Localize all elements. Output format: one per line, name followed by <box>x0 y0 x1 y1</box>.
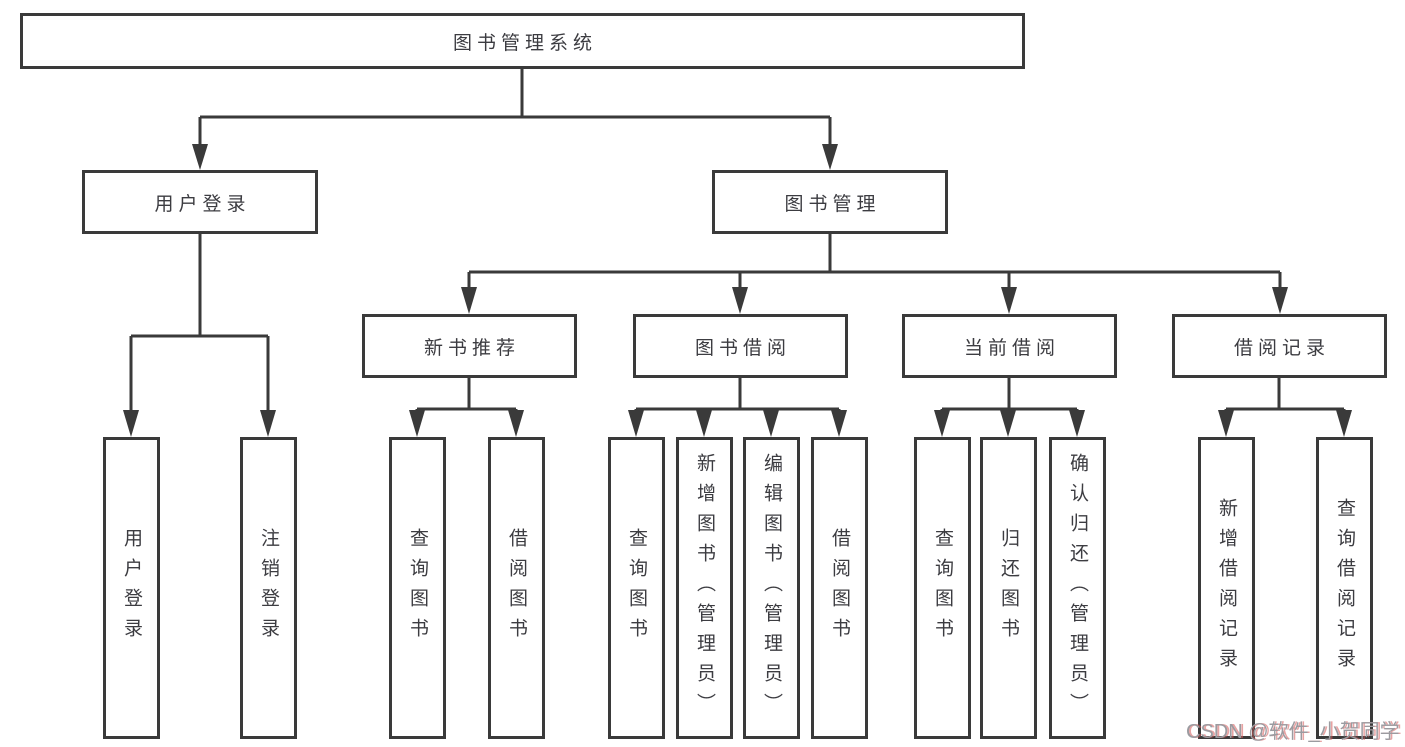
node-label: 用户登录 <box>154 193 251 215</box>
arrow-icon <box>1000 410 1016 437</box>
leaf-edit-books-admin: 编辑图书（管理员） <box>743 437 800 739</box>
node-label: 新增借阅记录 <box>1216 498 1237 678</box>
node-borrow-records: 借阅记录 <box>1172 314 1387 378</box>
leaf-add-borrow-record: 新增借阅记录 <box>1198 437 1255 739</box>
node-label: 查询图书 <box>407 528 428 648</box>
node-label: 编辑图书（管理员） <box>761 453 782 723</box>
leaf-query-books-borrow: 查询图书 <box>608 437 665 739</box>
node-label: 查询图书 <box>626 528 647 648</box>
watermark: CSDN @软件_小贺同学 <box>1186 721 1400 743</box>
leaf-confirm-return-admin: 确认归还（管理员） <box>1049 437 1106 739</box>
node-label: 查询图书 <box>932 528 953 648</box>
node-label: 查询借阅记录 <box>1334 498 1355 678</box>
node-user-login: 用户登录 <box>82 170 318 234</box>
node-label: 新书推荐 <box>423 337 520 359</box>
node-label: 用户登录 <box>121 528 142 648</box>
arrow-icon <box>260 410 276 437</box>
arrow-icon <box>822 144 838 170</box>
node-new-book-recommend: 新书推荐 <box>362 314 577 378</box>
arrow-icon <box>1218 410 1234 437</box>
connector-userlogin-group <box>129 233 270 411</box>
leaf-borrow-books-recommend: 借阅图书 <box>488 437 545 739</box>
node-label: 图书借阅 <box>694 337 791 359</box>
arrow-icon <box>763 410 779 437</box>
leaf-return-books: 归还图书 <box>980 437 1037 739</box>
arrow-icon <box>732 287 748 314</box>
arrow-icon <box>696 410 712 437</box>
node-label: 注销登录 <box>258 528 279 648</box>
node-label: 新增图书（管理员） <box>694 453 715 723</box>
connector-bookmgmt-to-level3 <box>467 234 1282 288</box>
leaf-query-borrow-record: 查询借阅记录 <box>1316 437 1373 739</box>
node-label: 借阅图书 <box>506 528 527 648</box>
arrow-icon <box>831 410 847 437</box>
arrow-icon <box>508 410 524 437</box>
node-current-borrow: 当前借阅 <box>902 314 1117 378</box>
leaf-logout-login: 注销登录 <box>240 437 297 739</box>
arrow-icon <box>628 410 644 437</box>
node-label: 借阅记录 <box>1233 337 1330 359</box>
connector-newbook-group <box>415 377 518 412</box>
node-book-management: 图书管理 <box>712 170 948 234</box>
node-label: 借阅图书 <box>829 528 850 648</box>
node-label: 图书管理系统 <box>452 32 597 54</box>
arrow-icon <box>1272 287 1288 314</box>
node-label: 确认归还（管理员） <box>1067 453 1088 723</box>
node-label: 当前借阅 <box>963 337 1060 359</box>
node-book-borrow: 图书借阅 <box>633 314 848 378</box>
arrow-icon <box>1069 410 1085 437</box>
arrowheads <box>123 144 1352 437</box>
arrow-icon <box>1001 287 1017 314</box>
connector-currentborrow-group <box>940 377 1079 412</box>
arrow-icon <box>934 410 950 437</box>
leaf-user-login: 用户登录 <box>103 437 160 739</box>
connector-bookborrow-group <box>634 377 841 412</box>
arrow-icon <box>192 144 208 170</box>
node-label: 归还图书 <box>998 528 1019 648</box>
leaf-query-books-current: 查询图书 <box>914 437 971 739</box>
leaf-add-books-admin: 新增图书（管理员） <box>676 437 733 739</box>
node-root: 图书管理系统 <box>20 13 1025 69</box>
arrow-icon <box>409 410 425 437</box>
connector-records-group <box>1224 377 1346 412</box>
leaf-borrow-books: 借阅图书 <box>811 437 868 739</box>
arrow-icon <box>123 410 139 437</box>
node-label: 图书管理 <box>784 193 881 215</box>
connector-root-to-level2 <box>198 68 832 145</box>
leaf-query-books-recommend: 查询图书 <box>389 437 446 739</box>
arrow-icon <box>461 287 477 314</box>
arrow-icon <box>1336 410 1352 437</box>
